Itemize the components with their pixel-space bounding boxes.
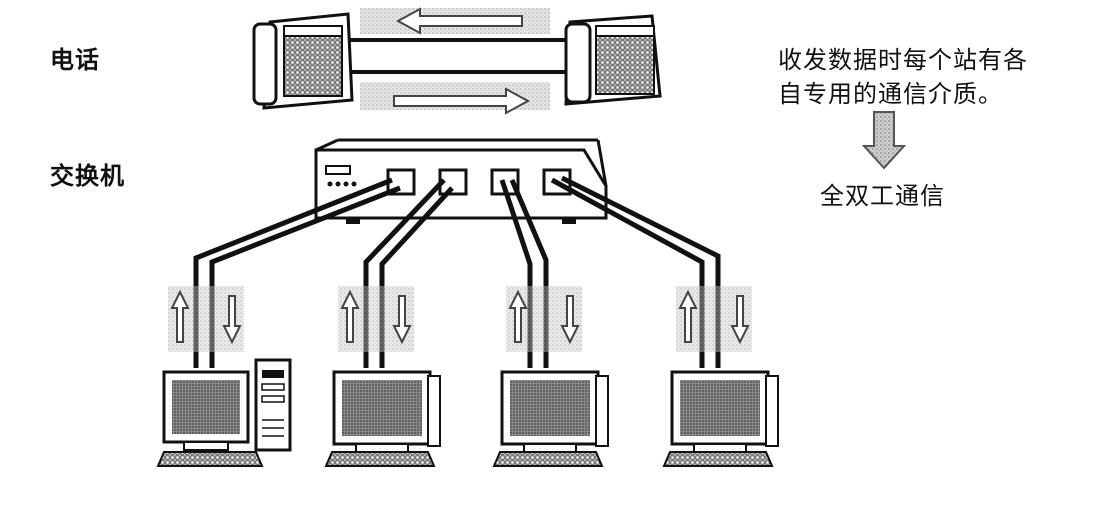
phone-label: 电话 [50,46,100,74]
switch-label: 交换机 [50,162,125,190]
tower [254,358,292,452]
switch-device [314,138,608,224]
computer-1 [156,358,292,467]
result-label: 全双工通信 [820,182,945,210]
arrow-pair-2 [338,286,414,352]
arrow-down-icon [560,295,580,345]
arrow-down-icon [730,295,750,345]
arrow-down-icon [392,295,412,345]
switch-leds [327,181,357,187]
description-line-2: 自专用的通信介质。 [778,80,1003,108]
description-line-1: 收发数据时每个站有各 [778,46,1028,74]
arrow-pair-1 [168,286,244,352]
switch-display [325,165,351,175]
phone-link [252,7,662,115]
phone-left [252,12,354,110]
arrow-up-icon [170,289,190,343]
computer-4 [662,370,779,467]
phone-right [564,14,662,106]
arrow-pair-3 [506,286,582,352]
arrow-pair-4 [676,286,752,352]
arrow-up-icon [678,289,698,343]
arrow-up-icon [508,289,528,343]
arrow-left-icon [395,7,523,35]
phone-wire-bottom [340,70,572,74]
arrow-down-icon [222,295,242,345]
shaded-down-arrow-icon [861,111,907,170]
phone-wire-top [340,38,572,42]
computer-3 [492,370,609,467]
arrow-right-icon [393,87,531,115]
arrow-up-icon [340,289,360,343]
computer-2 [324,370,441,467]
